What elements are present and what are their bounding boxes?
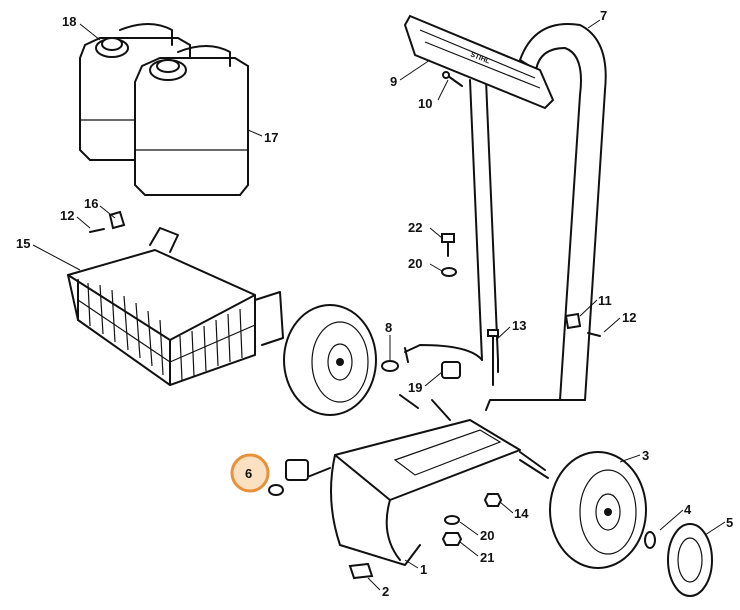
- right-wheel[interactable]: [549, 451, 647, 569]
- callout-12-handle[interactable]: 12: [622, 310, 636, 325]
- wire-basket[interactable]: [67, 210, 284, 386]
- callout-1[interactable]: 1: [420, 562, 427, 577]
- callout-4[interactable]: 4: [684, 502, 692, 517]
- hardware-parts: [268, 233, 601, 580]
- callout-14[interactable]: 14: [514, 506, 529, 521]
- callout-12-basket[interactable]: 12: [60, 208, 74, 223]
- callout-16[interactable]: 16: [84, 196, 98, 211]
- callout-17[interactable]: 17: [264, 130, 278, 145]
- highlight-ring: [230, 453, 270, 493]
- callout-10[interactable]: 10: [418, 96, 432, 111]
- callout-2[interactable]: 2: [382, 584, 389, 599]
- callout-11[interactable]: 11: [598, 293, 612, 308]
- fuel-canisters[interactable]: [79, 23, 249, 196]
- callout-18[interactable]: 18: [62, 14, 76, 29]
- callout-21[interactable]: 21: [480, 550, 494, 565]
- callout-8[interactable]: 8: [385, 320, 392, 335]
- callout-20-upper[interactable]: 20: [408, 256, 422, 271]
- callout-19[interactable]: 19: [408, 380, 422, 395]
- callout-6[interactable]: 6: [245, 466, 252, 481]
- callout-20-lower[interactable]: 20: [480, 528, 494, 543]
- callout-13[interactable]: 13: [512, 318, 526, 333]
- callout-7[interactable]: 7: [600, 8, 607, 23]
- handle-frame[interactable]: STIHL: [403, 14, 607, 411]
- leader-lines: [32, 19, 726, 591]
- callout-5[interactable]: 5: [726, 515, 733, 530]
- callout-labels: 18 17 7 9 10 16 12 15 22 20 11 12 8 13 1…: [16, 8, 733, 599]
- callout-9[interactable]: 9: [390, 74, 397, 89]
- callout-22[interactable]: 22: [408, 220, 422, 235]
- callout-15[interactable]: 15: [16, 236, 30, 251]
- callout-3[interactable]: 3: [642, 448, 649, 463]
- left-wheel[interactable]: [283, 304, 377, 416]
- hub-cap[interactable]: [644, 523, 713, 597]
- base-frame[interactable]: [285, 394, 549, 566]
